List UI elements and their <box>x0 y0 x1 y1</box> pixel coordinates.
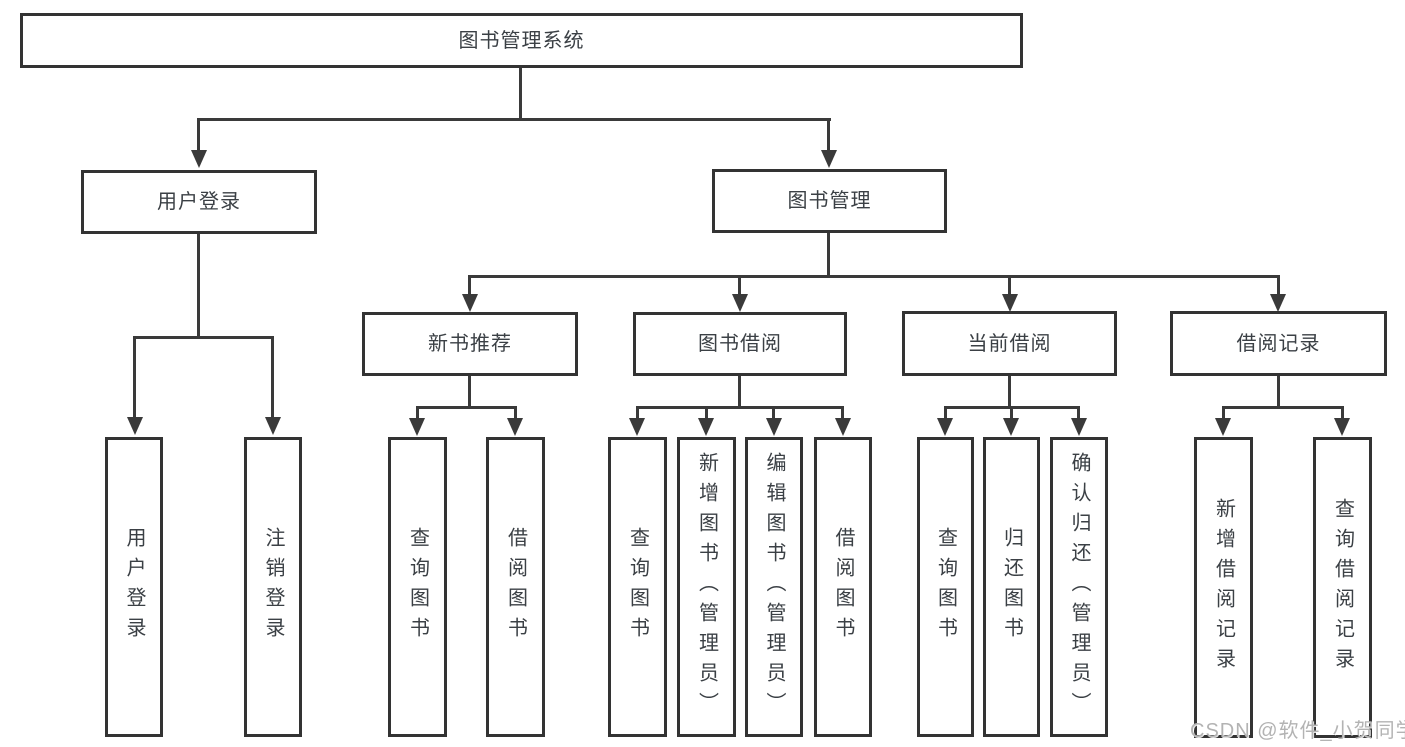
connector-root-stem <box>519 67 522 120</box>
node-login: 用户登录 <box>105 437 163 737</box>
node-book-management: 图书管理 <box>712 169 947 233</box>
node-current-borrowing: 当前借阅 <box>902 311 1117 376</box>
node-logout: 注销登录 <box>244 437 302 737</box>
connector-newbookrec-stem <box>468 375 471 408</box>
connector-arrow-line <box>1341 406 1344 420</box>
connector-newbookrec-bar <box>416 406 517 409</box>
arrow-down-icon <box>507 418 523 436</box>
arrow-down-icon <box>821 150 837 168</box>
node-add-borrow-record: 新增借阅记录 <box>1194 437 1253 738</box>
node-edit-books-admin: 编辑图书（管理员） <box>745 437 803 737</box>
arrow-down-icon <box>698 418 714 436</box>
connector-arrow-line <box>827 118 830 152</box>
connector-borrowrecords-stem <box>1277 374 1280 408</box>
arrow-down-icon <box>1002 294 1018 312</box>
arrow-down-icon <box>1334 418 1350 436</box>
connector-userlogin-bar <box>133 336 274 339</box>
connector-arrow-line <box>416 406 419 420</box>
node-query-borrow-record: 查询借阅记录 <box>1313 437 1372 738</box>
connector-arrow-line <box>944 406 947 420</box>
arrow-down-icon <box>835 418 851 436</box>
arrow-down-icon <box>127 417 143 435</box>
connector-arrow-line <box>468 275 471 297</box>
arrow-down-icon <box>265 417 281 435</box>
node-add-books-admin: 新增图书（管理员） <box>677 437 736 737</box>
connector-arrow-line <box>841 406 844 420</box>
connector-bookmgmt-stem <box>827 232 830 277</box>
node-borrowing-records: 借阅记录 <box>1170 311 1387 376</box>
arrow-down-icon <box>409 418 425 436</box>
connector-arrow-line <box>133 336 136 418</box>
connector-currentborrow-stem <box>1008 375 1011 408</box>
connector-arrow-line <box>1077 406 1080 420</box>
csdn-watermark: CSDN @软件_小贺同学 <box>1190 720 1405 742</box>
connector-arrow-line <box>514 406 517 420</box>
node-query-books: 查询图书 <box>608 437 667 737</box>
node-new-book-recommendation: 新书推荐 <box>362 312 578 376</box>
node-library-management-system: 图书管理系统 <box>20 13 1023 68</box>
connector-arrow-line <box>1222 406 1225 420</box>
connector-borrowrecords-bar <box>1222 406 1343 409</box>
connector-bookborrow-bar <box>636 406 844 409</box>
connector-arrow-line <box>1010 406 1013 420</box>
connector-arrow-line <box>197 118 200 152</box>
connector-arrow-line <box>772 406 775 420</box>
node-query-books: 查询图书 <box>388 437 447 737</box>
connector-arrow-line <box>636 406 639 420</box>
node-borrow-books: 借阅图书 <box>486 437 545 737</box>
arrow-down-icon <box>1270 294 1286 312</box>
arrow-down-icon <box>766 418 782 436</box>
connector-root-bar <box>197 118 831 121</box>
arrow-down-icon <box>1215 418 1231 436</box>
connector-arrow-line <box>1277 275 1280 297</box>
connector-arrow-line <box>738 275 741 297</box>
connector-arrow-line <box>1008 275 1011 297</box>
arrow-down-icon <box>1071 418 1087 436</box>
arrow-down-icon <box>732 294 748 312</box>
arrow-down-icon <box>629 418 645 436</box>
node-confirm-return-admin: 确认归还（管理员） <box>1050 437 1108 737</box>
node-book-borrowing: 图书借阅 <box>633 312 847 376</box>
node-query-books: 查询图书 <box>917 437 974 737</box>
node-user-login: 用户登录 <box>81 170 317 234</box>
arrow-down-icon <box>191 150 207 168</box>
connector-arrow-line <box>705 406 708 420</box>
arrow-down-icon <box>462 294 478 312</box>
connector-userlogin-stem <box>197 232 200 338</box>
connector-bookborrow-stem <box>738 375 741 408</box>
arrow-down-icon <box>937 418 953 436</box>
connector-bookmgmt-bar <box>468 275 1280 278</box>
node-borrow-books: 借阅图书 <box>814 437 872 737</box>
node-return-books: 归还图书 <box>983 437 1040 737</box>
arrow-down-icon <box>1003 418 1019 436</box>
connector-arrow-line <box>271 336 274 418</box>
